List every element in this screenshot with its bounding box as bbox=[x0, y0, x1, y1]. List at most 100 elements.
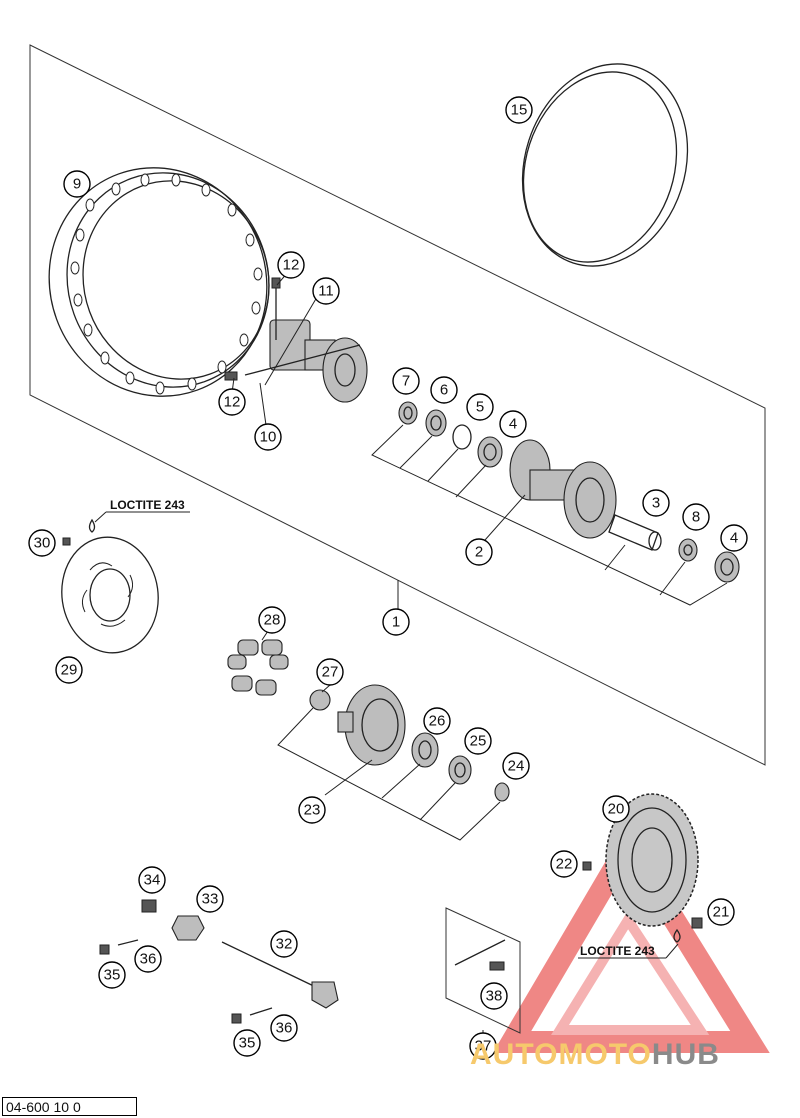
callout-4-upper: 4 bbox=[499, 410, 527, 438]
callout-21: 21 bbox=[707, 898, 735, 926]
rear-hub bbox=[509, 439, 617, 539]
svg-text:38: 38 bbox=[486, 988, 503, 1005]
callout-15: 15 bbox=[505, 96, 533, 124]
callout-3: 3 bbox=[642, 489, 670, 517]
svg-text:22: 22 bbox=[556, 856, 573, 873]
svg-text:30: 30 bbox=[34, 535, 51, 552]
watermark-logo: AUTOMOTOHUB bbox=[470, 1038, 800, 1078]
svg-text:36: 36 bbox=[276, 1020, 293, 1037]
callout-36-left: 36 bbox=[134, 945, 162, 973]
callout-38: 38 bbox=[480, 982, 508, 1010]
svg-text:4: 4 bbox=[730, 530, 738, 547]
svg-text:11: 11 bbox=[318, 283, 334, 300]
spacer-tube bbox=[608, 514, 662, 551]
callout-35-left: 35 bbox=[98, 961, 126, 989]
tube-ring bbox=[521, 63, 689, 267]
callout-30: 30 bbox=[28, 529, 56, 557]
svg-text:2: 2 bbox=[475, 544, 483, 561]
svg-text:10: 10 bbox=[260, 429, 277, 446]
bolt-21 bbox=[691, 917, 703, 929]
svg-text:12: 12 bbox=[224, 394, 241, 411]
svg-text:21: 21 bbox=[713, 904, 730, 921]
svg-text:27: 27 bbox=[322, 664, 339, 681]
diagram-code-label: 04-600 10 0 bbox=[2, 1097, 137, 1116]
rim bbox=[48, 167, 270, 397]
callout-10: 10 bbox=[254, 423, 282, 451]
spacer-24 bbox=[494, 782, 510, 802]
callout-11: 11 bbox=[312, 277, 340, 305]
callout-33: 33 bbox=[196, 885, 224, 913]
rear-sprocket bbox=[605, 793, 699, 927]
upper-leaders bbox=[231, 271, 728, 610]
svg-text:4: 4 bbox=[509, 416, 517, 433]
svg-text:37: 37 bbox=[475, 1038, 492, 1055]
callout-5: 5 bbox=[466, 393, 494, 421]
nut-22 bbox=[582, 861, 592, 871]
callout-29: 29 bbox=[55, 656, 83, 684]
callout-37: 37 bbox=[469, 1032, 497, 1060]
svg-text:29: 29 bbox=[61, 662, 78, 679]
seal-7 bbox=[398, 401, 418, 425]
svg-text:32: 32 bbox=[276, 936, 293, 953]
svg-text:5: 5 bbox=[476, 399, 484, 416]
callout-23: 23 bbox=[298, 796, 326, 824]
hub-assembly-small bbox=[224, 277, 368, 403]
loctite-note-bottom: LOCTITE 243 bbox=[580, 944, 655, 958]
callout-22: 22 bbox=[550, 850, 578, 878]
svg-text:35: 35 bbox=[239, 1035, 256, 1052]
svg-text:20: 20 bbox=[608, 801, 625, 818]
callout-36-right: 36 bbox=[270, 1014, 298, 1042]
axle-group bbox=[99, 899, 339, 1024]
loctite-note-top: LOCTITE 243 bbox=[110, 498, 185, 512]
watermark-triangle bbox=[492, 823, 770, 1053]
svg-text:15: 15 bbox=[511, 102, 528, 119]
callout-2: 2 bbox=[465, 538, 493, 566]
svg-text:35: 35 bbox=[104, 967, 121, 984]
svg-text:25: 25 bbox=[470, 733, 487, 750]
callout-27: 27 bbox=[316, 658, 344, 686]
watermark-text-b: HUB bbox=[651, 1038, 720, 1071]
chain-links bbox=[454, 939, 506, 971]
callout-25: 25 bbox=[464, 727, 492, 755]
svg-text:28: 28 bbox=[264, 612, 281, 629]
callout-32: 32 bbox=[270, 930, 298, 958]
callout-8: 8 bbox=[682, 503, 710, 531]
svg-text:1: 1 bbox=[392, 614, 400, 631]
upper-bearings bbox=[398, 401, 503, 468]
watermark-text-a: AUTOMOTO bbox=[470, 1038, 652, 1071]
svg-text:6: 6 bbox=[440, 382, 448, 399]
svg-text:34: 34 bbox=[144, 872, 161, 889]
callout-35-right: 35 bbox=[233, 1029, 261, 1057]
brake-disc bbox=[61, 518, 159, 654]
callout-28: 28 bbox=[258, 606, 286, 634]
callout-4-lower: 4 bbox=[720, 524, 748, 552]
circlip-5 bbox=[452, 424, 472, 450]
callout-6: 6 bbox=[430, 376, 458, 404]
damper-rubbers bbox=[227, 639, 289, 696]
spacer-8 bbox=[678, 538, 698, 562]
svg-text:36: 36 bbox=[140, 951, 157, 968]
callout-9: 9 bbox=[63, 170, 91, 198]
callout-1: 1 bbox=[382, 608, 410, 636]
seal-27 bbox=[309, 689, 331, 711]
svg-text:33: 33 bbox=[202, 891, 219, 908]
callout-24: 24 bbox=[502, 752, 530, 780]
assembly-frame bbox=[29, 44, 766, 766]
svg-text:26: 26 bbox=[429, 713, 446, 730]
chain-frame bbox=[445, 907, 521, 1034]
svg-text:12: 12 bbox=[283, 257, 300, 274]
bearing-26 bbox=[411, 732, 439, 768]
spacer-6 bbox=[425, 409, 447, 437]
callout-7: 7 bbox=[392, 367, 420, 395]
svg-text:23: 23 bbox=[304, 802, 321, 819]
callout-12-top: 12 bbox=[277, 251, 305, 279]
bearing-4-upper bbox=[477, 436, 503, 468]
svg-text:9: 9 bbox=[73, 176, 81, 193]
sprocket-carrier bbox=[337, 684, 406, 766]
callout-26: 26 bbox=[423, 707, 451, 735]
svg-text:3: 3 bbox=[652, 495, 660, 512]
callout-12-bottom: 12 bbox=[218, 388, 246, 416]
svg-text:7: 7 bbox=[402, 373, 410, 390]
callout-20: 20 bbox=[602, 795, 630, 823]
